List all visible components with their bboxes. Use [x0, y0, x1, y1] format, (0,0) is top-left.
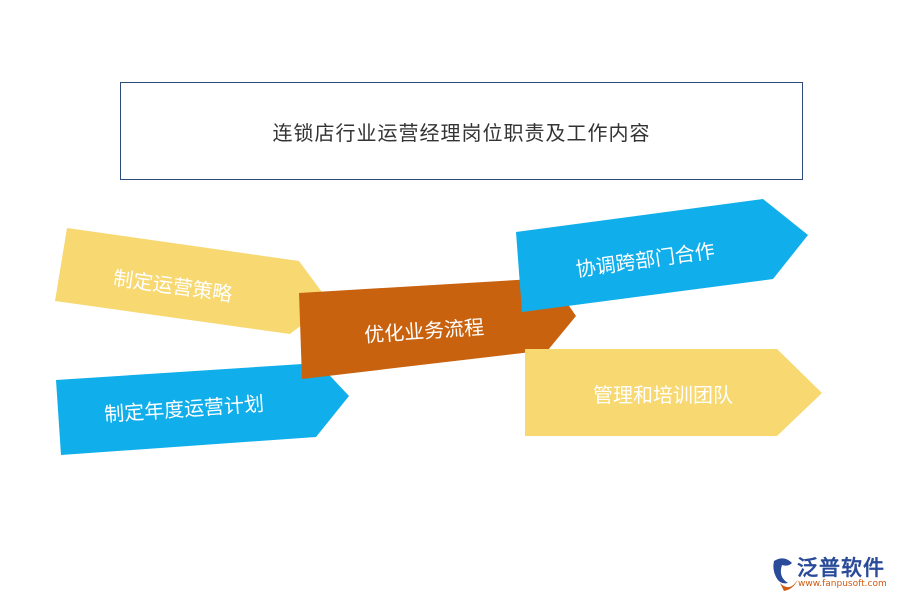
- fanpu-logo-icon: [773, 558, 798, 591]
- arrow-shape-strategy: [55, 228, 330, 334]
- arrow-shape-team: [525, 349, 822, 436]
- title-box: 连锁店行业运营经理岗位职责及工作内容: [120, 82, 803, 180]
- logo-name: 泛普软件: [797, 556, 885, 580]
- logo-url: www.fanpusoft.com: [798, 579, 887, 589]
- diagram-title: 连锁店行业运营经理岗位职责及工作内容: [272, 120, 651, 145]
- arrow-shape-annual-plan: [56, 363, 349, 455]
- arrow-label-team: 管理和培训团队: [593, 383, 733, 407]
- arrow-shape-cooperation: [516, 199, 808, 312]
- arrow-shape-process: [299, 278, 576, 379]
